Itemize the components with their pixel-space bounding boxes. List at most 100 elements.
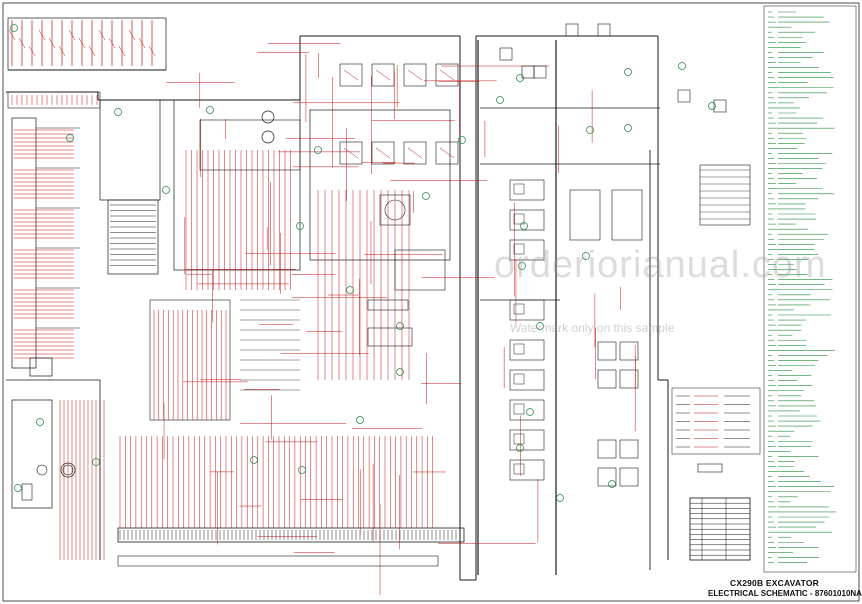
- relay-symbol: [597, 369, 617, 389]
- connector-ref-icon: [250, 456, 258, 464]
- connector-ref-icon: [396, 368, 404, 376]
- relay-symbol: [619, 467, 639, 487]
- connector-ref-icon: [678, 62, 686, 70]
- schematic-title: ELECTRICAL SCHEMATIC - 87601010NA: [708, 589, 862, 598]
- relay-contact: [513, 433, 525, 445]
- connector-ref-icon: [10, 24, 18, 32]
- relay-symbol: [509, 459, 545, 481]
- connector-ref-icon: [114, 108, 122, 116]
- table-caption-box: [697, 463, 723, 473]
- relay-coil: [407, 69, 423, 81]
- connector-ref-icon: [586, 126, 594, 134]
- lower-left-frame: [11, 399, 53, 509]
- relay-contact: [513, 403, 525, 415]
- relay-symbol: [597, 467, 617, 487]
- sensor-block: [309, 109, 451, 261]
- fuse-link: [128, 29, 136, 41]
- relay-contact: [513, 463, 525, 475]
- relay-symbol: [509, 209, 545, 231]
- symbol-key-entries: [676, 395, 750, 448]
- connector-ref-icon: [36, 418, 44, 426]
- connector-ref-icon: [526, 408, 534, 416]
- harness-panel: [149, 299, 231, 421]
- relay-symbol: [403, 63, 427, 87]
- relay-symbol: [435, 63, 459, 87]
- relay-contact: [513, 373, 525, 385]
- relay-symbol: [597, 341, 617, 361]
- connector-ref-icon: [206, 106, 214, 114]
- relay-coil: [407, 147, 423, 159]
- relay-contact: [513, 183, 525, 195]
- horn-symbol: [261, 130, 275, 144]
- relay-contact: [513, 303, 525, 315]
- connector-ref-icon: [496, 96, 504, 104]
- connector-ref-icon: [346, 286, 354, 294]
- fuse-link: [88, 45, 96, 57]
- relay-coil: [375, 147, 391, 159]
- relay-symbol: [619, 439, 639, 459]
- relay-symbol: [371, 63, 395, 87]
- connector-ref-icon: [396, 322, 404, 330]
- gauge-symbol: [379, 194, 411, 226]
- title-block: CX290B EXCAVATOR ELECTRICAL SCHEMATIC - …: [708, 578, 862, 602]
- connector-ref-icon: [556, 494, 564, 502]
- sensor-symbol: [597, 23, 611, 37]
- switch-body: [21, 483, 33, 501]
- horn-symbol: [261, 110, 275, 124]
- connector-ref-icon: [314, 146, 322, 154]
- connector-ref-icon: [14, 484, 22, 492]
- relay-symbol: [509, 299, 545, 321]
- bottom-connector-strip: [117, 436, 465, 567]
- fuse-harness-top-left: [7, 17, 167, 109]
- sensor-symbol: [677, 89, 691, 103]
- relay-coil: [343, 69, 359, 81]
- connector-ref-icon: [708, 102, 716, 110]
- relay-symbol: [435, 141, 459, 165]
- fuse-link: [48, 37, 56, 49]
- relay-coil: [439, 147, 455, 159]
- fuse-link: [38, 29, 46, 41]
- connector-ref-icon: [624, 68, 632, 76]
- relay-coil: [343, 147, 359, 159]
- connector-ref-icon: [624, 124, 632, 132]
- relay-symbol: [509, 239, 545, 261]
- relay-contact: [513, 343, 525, 355]
- left-harness-frame: [11, 117, 37, 369]
- controller-left: [99, 99, 161, 201]
- fuse-link: [58, 45, 66, 57]
- connector-ref-icon: [92, 458, 100, 466]
- fuse-link: [98, 29, 106, 41]
- central-controller-wiring: [99, 99, 451, 421]
- connector-ref-icon: [518, 262, 526, 270]
- connector-ref-icon: [298, 466, 306, 474]
- relay-symbol: [619, 341, 639, 361]
- connector-ref-icon: [296, 222, 304, 230]
- connector-ref-icon: [516, 444, 524, 452]
- fuse-link: [18, 37, 26, 49]
- main-bus-lines: [6, 35, 669, 596]
- sensor-symbol: [499, 47, 513, 61]
- relay-group: [569, 189, 601, 241]
- relay-coil: [439, 69, 455, 81]
- connector-ref-icon: [458, 136, 466, 144]
- wire-legend-list: [768, 11, 836, 563]
- model-title: CX290B EXCAVATOR: [730, 578, 820, 588]
- connector-ref-icon: [582, 252, 590, 260]
- relay-symbol: [339, 63, 363, 87]
- dual-relay: [394, 249, 446, 291]
- fuse-link: [138, 37, 146, 49]
- sensor-symbol: [565, 23, 579, 37]
- fuse-link: [78, 37, 86, 49]
- connector-ref-icon: [608, 480, 616, 488]
- connector-table-rows: [690, 463, 750, 560]
- fuse-link: [8, 29, 16, 41]
- component-symbols: [10, 23, 727, 502]
- ecu-block: [173, 99, 301, 271]
- legend-panel: [763, 5, 857, 573]
- output-block: [699, 164, 751, 226]
- relay-symbol: [619, 369, 639, 389]
- relay-symbol: [339, 141, 363, 165]
- terminal-block: [367, 327, 413, 347]
- controller-connector: [107, 199, 159, 275]
